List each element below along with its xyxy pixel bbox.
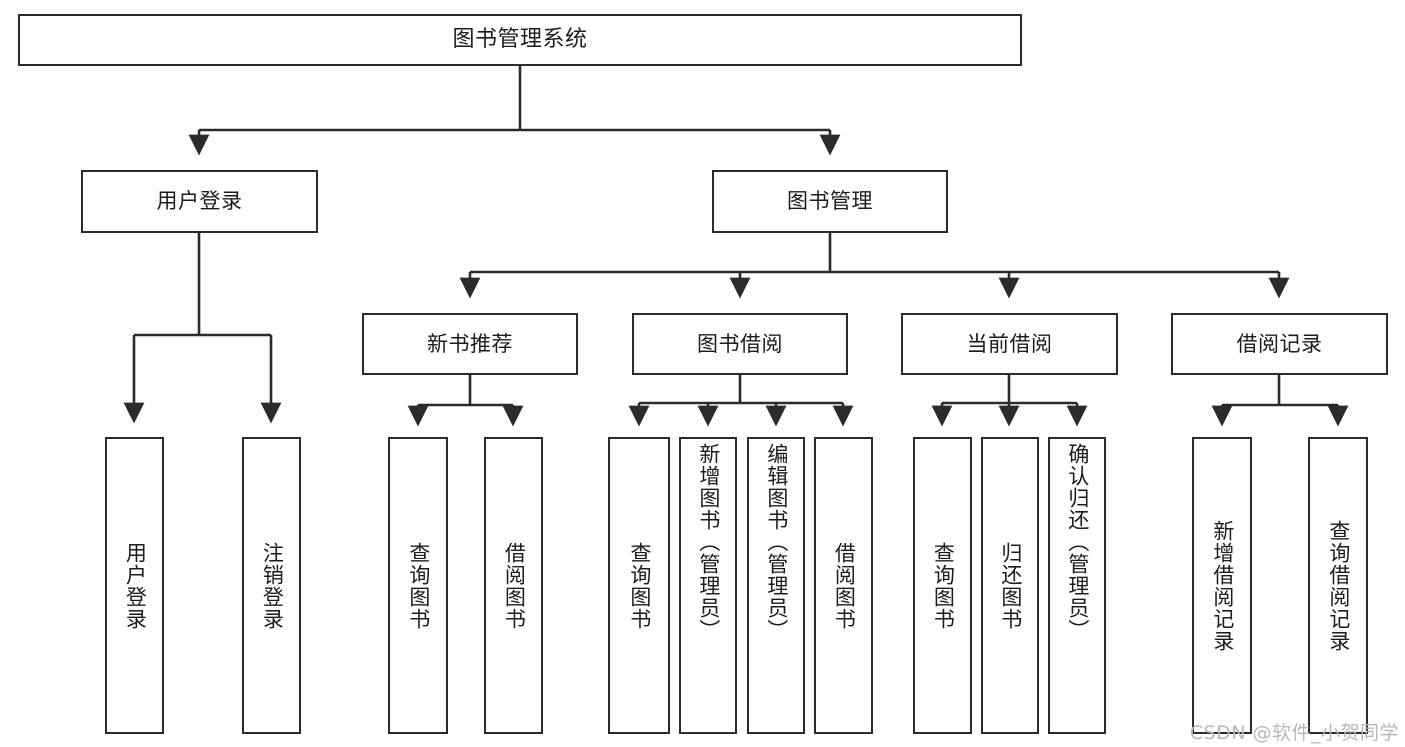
leaf-current-borrow-confirm-return[interactable]: 确认归还（管理员）: [1048, 437, 1106, 734]
leaf-user-login-login-label: 用户登录: [123, 541, 148, 630]
leaf-book-borrow-add-label: 新增图书（管理员）: [696, 443, 721, 641]
leaf-book-borrow-query[interactable]: 查询图书: [608, 437, 670, 734]
node-current-borrow-label: 当前借阅: [966, 331, 1053, 356]
leaf-new-book-query[interactable]: 查询图书: [388, 437, 448, 734]
leaf-borrow-record-query[interactable]: 查询借阅记录: [1308, 437, 1368, 734]
leaf-current-borrow-confirm-return-label: 确认归还（管理员）: [1065, 443, 1090, 641]
leaf-user-login-logout-label: 注销登录: [260, 541, 285, 630]
leaf-borrow-record-query-label: 查询借阅记录: [1326, 519, 1351, 652]
node-borrow-record[interactable]: 借阅记录: [1171, 313, 1388, 375]
node-book-borrow-label: 图书借阅: [697, 331, 783, 356]
node-root-system-label: 图书管理系统: [452, 27, 588, 53]
node-user-login[interactable]: 用户登录: [81, 170, 318, 233]
leaf-current-borrow-query-label: 查询图书: [931, 541, 956, 630]
leaf-borrow-record-add-label: 新增借阅记录: [1210, 519, 1235, 652]
node-user-login-label: 用户登录: [156, 189, 243, 214]
node-current-borrow[interactable]: 当前借阅: [901, 313, 1118, 375]
leaf-current-borrow-return-label: 归还图书: [998, 541, 1023, 630]
leaf-current-borrow-return[interactable]: 归还图书: [981, 437, 1039, 734]
leaf-new-book-query-label: 查询图书: [406, 541, 431, 630]
leaf-book-borrow-add[interactable]: 新增图书（管理员）: [679, 437, 737, 734]
leaf-borrow-record-add[interactable]: 新增借阅记录: [1192, 437, 1252, 734]
csdn-watermark: CSDN @软件_小贺同学: [1189, 722, 1399, 744]
node-book-management-label: 图书管理: [787, 189, 873, 214]
leaf-book-borrow-borrow[interactable]: 借阅图书: [814, 437, 873, 734]
node-new-book-recommend-label: 新书推荐: [427, 331, 513, 356]
node-book-management[interactable]: 图书管理: [712, 170, 948, 233]
leaf-new-book-borrow-label: 借阅图书: [502, 541, 527, 630]
leaf-user-login-logout[interactable]: 注销登录: [242, 437, 301, 734]
leaf-new-book-borrow[interactable]: 借阅图书: [484, 437, 543, 734]
node-borrow-record-label: 借阅记录: [1236, 331, 1323, 356]
node-book-borrow[interactable]: 图书借阅: [632, 313, 848, 375]
leaf-book-borrow-borrow-label: 借阅图书: [832, 541, 857, 630]
leaf-current-borrow-query[interactable]: 查询图书: [913, 437, 972, 734]
node-root-system[interactable]: 图书管理系统: [18, 14, 1022, 66]
node-new-book-recommend[interactable]: 新书推荐: [362, 313, 578, 375]
leaf-book-borrow-edit-label: 编辑图书（管理员）: [764, 443, 789, 641]
leaf-user-login-login[interactable]: 用户登录: [105, 437, 164, 734]
leaf-book-borrow-query-label: 查询图书: [627, 541, 652, 630]
leaf-book-borrow-edit[interactable]: 编辑图书（管理员）: [747, 437, 805, 734]
